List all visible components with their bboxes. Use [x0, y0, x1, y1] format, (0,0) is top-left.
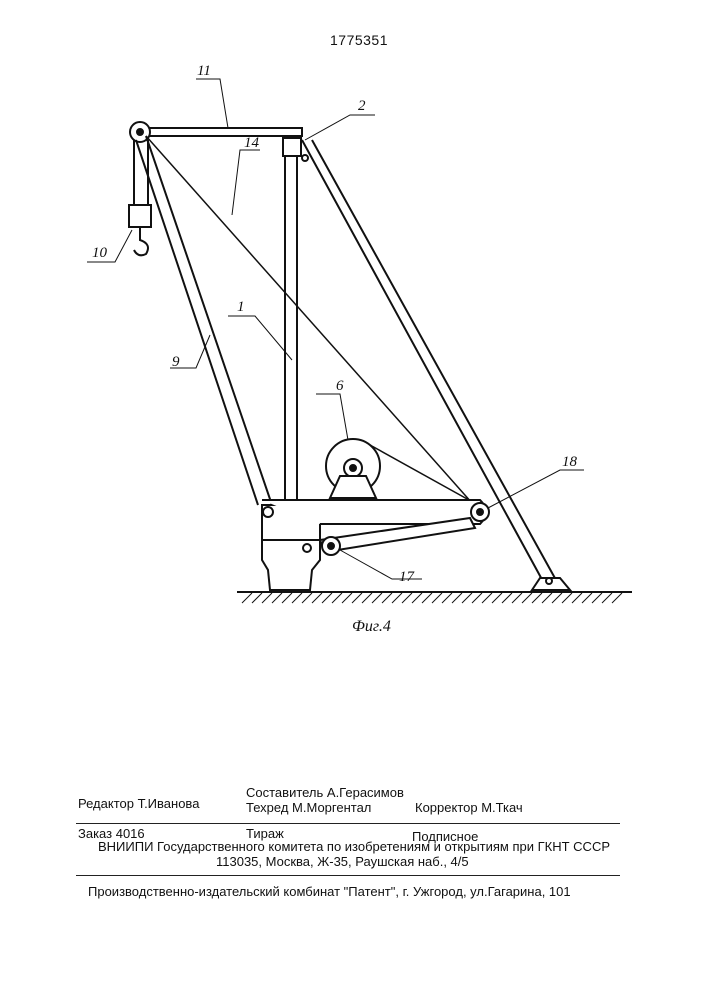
leader-6: [316, 394, 348, 440]
techred-line: Техред М.Моргентал: [246, 800, 371, 815]
label-6: 6: [336, 378, 344, 394]
base-pin: [263, 507, 273, 517]
hook-block: [129, 205, 151, 227]
label-11: 11: [197, 63, 211, 79]
vniipi-line: ВНИИПИ Государственного комитета по изоб…: [98, 839, 610, 854]
leader-2: [305, 115, 375, 140]
figure-caption: Фиг.4: [352, 618, 391, 636]
leader-1: [228, 316, 292, 360]
label-17: 17: [399, 569, 416, 585]
leader-18: [488, 470, 584, 508]
hook: [134, 227, 148, 255]
label-18: 18: [562, 454, 578, 470]
editor-line: Редактор Т.Иванова: [78, 796, 199, 811]
winch-cable: [370, 445, 478, 505]
imprint-rule-2: [76, 875, 620, 876]
leader-14: [232, 150, 260, 215]
label-9: 9: [172, 354, 180, 370]
label-2: 2: [358, 98, 366, 114]
ground-hatching: [242, 593, 622, 603]
mast-top-cap: [283, 138, 301, 156]
leader-11: [196, 79, 228, 128]
cable-14: [146, 136, 480, 512]
diagonal-boom: [136, 136, 272, 505]
address-line: 113035, Москва, Ж-35, Раушская наб., 4/5: [216, 854, 469, 869]
label-1: 1: [237, 299, 245, 315]
label-14: 14: [244, 135, 260, 151]
label-10: 10: [92, 245, 108, 261]
mast: [285, 140, 297, 505]
imprint-rule-1: [76, 823, 620, 824]
top-jib: [140, 128, 302, 136]
compiler-line: Составитель А.Герасимов: [246, 785, 404, 800]
publisher-line: Производственно-издательский комбинат "П…: [88, 884, 571, 899]
corrector-line: Корректор М.Ткач: [415, 800, 523, 815]
